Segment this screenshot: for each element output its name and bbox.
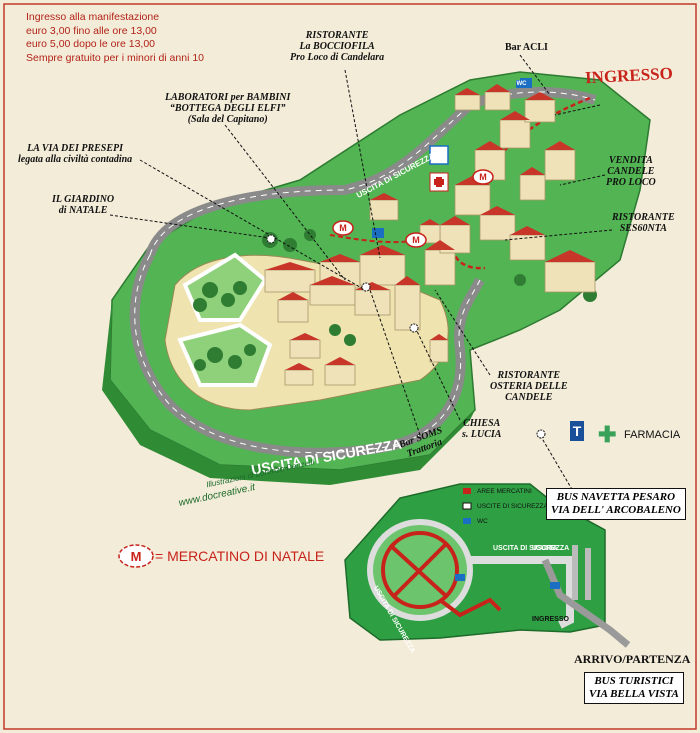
accessible-wc-icon <box>429 145 449 165</box>
info-line: euro 5,00 dopo le ore 13,00 <box>26 38 156 50</box>
label-laboratori: LABORATORI per BAMBINI “BOTTEGA DEGLI EL… <box>165 92 291 125</box>
info-line: euro 3,00 fino alle ore 13,00 <box>26 24 157 37</box>
bus-navetta-box: BUS NAVETTA PESARO VIA DELL' ARCOBALENO <box>546 488 686 520</box>
label-vendita-candele: VENDITA CANDELE PRO LOCO <box>606 155 656 188</box>
info-line: Ingresso alla manifestazione <box>26 11 160 23</box>
buildings <box>264 84 596 386</box>
inset-exit-mid: USCITA DI SICUREZZA <box>493 545 570 552</box>
svg-text:M: M <box>479 172 487 182</box>
inset-map <box>344 483 631 648</box>
arrivo-partenza-label: ARRIVO/PARTENZA <box>574 652 691 666</box>
legend-aree: AREE MERCATINI <box>477 488 532 495</box>
svg-text:M: M <box>339 223 347 233</box>
label-presepi: LA VIA DEI PRESEPI legata alla civiltà c… <box>18 143 133 165</box>
ticket-info: Ingresso alla manifestazione euro 3,00 f… <box>26 11 204 65</box>
bus-turistici-box: BUS TURISTICI VIA BELLA VISTA <box>584 672 684 704</box>
inset-ingresso: INGRESSO <box>532 616 569 623</box>
svg-text:M: M <box>412 235 420 245</box>
inset-exit-right: USCITA <box>532 545 558 552</box>
pharmacy-cross-icon: ✚ <box>598 422 617 447</box>
label-chiesa: CHIESA s. LUCIA <box>462 418 502 440</box>
label-leaders <box>109 54 613 521</box>
market-legend: = MERCATINO DI NATALE <box>155 548 325 564</box>
legend-uscite: USCITE DI SICUREZZA <box>477 503 548 510</box>
label-giardino: IL GIARDINO di NATALE <box>52 194 115 216</box>
label-sesgonta: RISTORANTE SES60NTA <box>612 212 675 234</box>
wc-icon: WC <box>516 80 527 88</box>
farmacia-label: FARMACIA <box>624 429 681 441</box>
market-markers <box>332 169 494 248</box>
info-line: Sempre gratuito per i minori di anni 10 <box>26 51 205 64</box>
taxi-icon: T <box>570 421 584 441</box>
svg-text:M: M <box>131 549 142 564</box>
market-legend-icon <box>118 544 154 568</box>
label-bar-acli: Bar ACLI <box>505 42 548 53</box>
legend-wc: WC <box>477 518 488 525</box>
label-bocciofila: RISTORANTE La BOCCIOFILA Pro Loco di Can… <box>290 30 385 63</box>
label-osteria: RISTORANTE OSTERIA DELLE CANDELE <box>490 370 568 403</box>
